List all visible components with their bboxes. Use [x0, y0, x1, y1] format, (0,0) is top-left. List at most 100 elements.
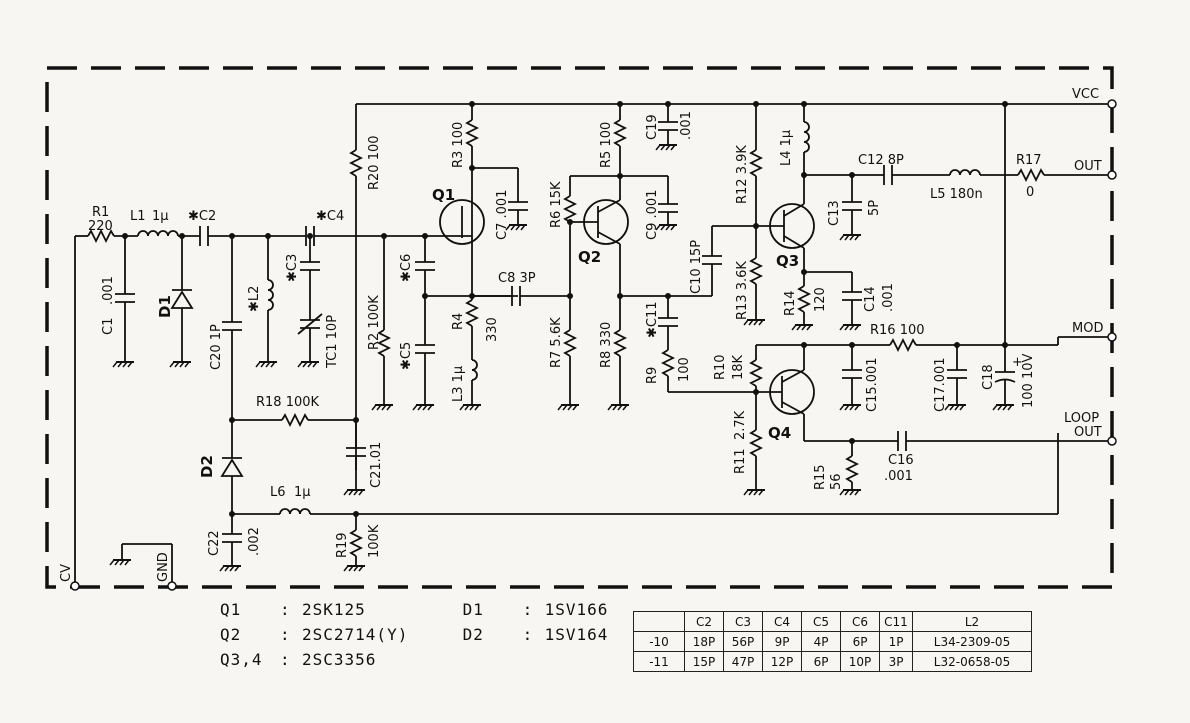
- q3-label: Q3: [776, 252, 799, 270]
- legend-key: D2: [462, 625, 484, 644]
- table-cell: 9P: [762, 631, 802, 652]
- variant-table: C2 C3 C4 C5 C6 C11 L2 -10 18P 56P 9P 4P …: [633, 611, 1032, 672]
- port-mod-label: MOD: [1072, 321, 1103, 336]
- r9-value: 100: [677, 357, 692, 382]
- c10-label: C10 15P: [689, 240, 704, 294]
- r16-label: R16 100: [870, 323, 925, 338]
- c20-label: C20 1P: [209, 324, 224, 370]
- table-header-cell: C11: [879, 611, 913, 632]
- c12-label: C12 8P: [858, 153, 904, 168]
- table-row: -11 15P 47P 12P 6P 10P 3P L32-0658-05: [633, 651, 1032, 672]
- table-row: -10 18P 56P 9P 4P 6P 1P L34-2309-05: [633, 631, 1032, 652]
- table-cell: 4P: [801, 631, 841, 652]
- table-header-row: C2 C3 C4 C5 C6 C11 L2: [633, 611, 1032, 632]
- r11-value: 2.7K: [733, 410, 748, 440]
- table-header-cell: [633, 611, 685, 632]
- table-header-cell: C5: [801, 611, 841, 632]
- module-enclosure: [45, 66, 1114, 589]
- c18-label: C18: [981, 364, 996, 390]
- c4-label: ✱C4: [316, 209, 344, 224]
- r17-label: R17: [1016, 153, 1042, 168]
- q1-label: Q1: [432, 186, 455, 204]
- table-cell: 3P: [879, 651, 913, 672]
- c1-value: .001: [101, 276, 116, 305]
- table-cell: L34-2309-05: [912, 631, 1032, 652]
- table-header-cell: C4: [762, 611, 802, 632]
- c18-value: 100 10V: [1021, 354, 1036, 408]
- r14-label: R14: [783, 290, 798, 316]
- r10-label: R10: [713, 354, 728, 380]
- c6-label: ✱C6: [399, 254, 414, 282]
- legend-value: 1SV166: [544, 600, 609, 619]
- c14-value: .001: [881, 283, 896, 312]
- l3-label: L3 1μ: [451, 366, 466, 402]
- table-cell: 1P: [879, 631, 913, 652]
- r12-label: R12 3.9K: [735, 145, 750, 204]
- legend-value: 2SK125: [302, 600, 366, 619]
- table-cell: 47P: [723, 651, 763, 672]
- r5-label: R5 100: [599, 122, 614, 168]
- table-cell: 6P: [801, 651, 841, 672]
- port-loop-out-terminal: [1107, 436, 1117, 446]
- r20-label: R20 100: [367, 135, 382, 190]
- r1-value: 220: [88, 219, 113, 234]
- l1-value: 1μ: [152, 209, 169, 224]
- legend-row: Q1:2SK125 D1:1SV166: [220, 600, 609, 619]
- r18-label: R18 100K: [256, 395, 320, 410]
- legend-value: 2SC2714(Y): [302, 625, 409, 644]
- c13-value: 5P: [867, 200, 882, 216]
- r17-value: 0: [1026, 185, 1034, 200]
- l1-label: L1: [130, 209, 146, 224]
- c1-label: C1: [101, 318, 116, 335]
- c17-label: C17.001: [933, 357, 948, 412]
- legend-value: 1SV164: [544, 625, 609, 644]
- l2-label: ✱L2: [247, 286, 262, 312]
- port-mod-terminal: [1107, 332, 1117, 342]
- q4-label: Q4: [768, 424, 791, 442]
- table-cell: -10: [633, 631, 685, 652]
- q2-label: Q2: [578, 248, 601, 266]
- r8-label: R8 330: [599, 322, 614, 368]
- port-cv-label: CV: [59, 564, 74, 582]
- r2-label: R2 100K: [367, 295, 382, 350]
- port-vcc-terminal: [1107, 99, 1117, 109]
- table-cell: 10P: [840, 651, 880, 672]
- port-gnd-terminal: [167, 581, 177, 591]
- port-vcc-label: VCC: [1072, 87, 1099, 102]
- c5-label: ✱C5: [399, 342, 414, 370]
- r14-value: 120: [813, 287, 828, 312]
- table-header-cell: C3: [723, 611, 763, 632]
- legend-key: Q1: [220, 600, 242, 619]
- port-cv-terminal: [70, 581, 80, 591]
- legend-row: Q2:2SC2714(Y) D2:1SV164: [220, 625, 609, 644]
- c15-label: C15.001: [865, 357, 880, 412]
- legend-key: Q2: [220, 625, 242, 644]
- d2-label: D2: [198, 455, 216, 478]
- c19-value: .001: [679, 111, 694, 140]
- r1-label: R1: [92, 205, 109, 220]
- legend-key: D1: [462, 600, 484, 619]
- parts-legend: Q1:2SK125 D1:1SV166 Q2:2SC2714(Y) D2:1SV…: [220, 600, 608, 675]
- legend-row: Q3,4:2SC3356: [220, 650, 608, 675]
- r19-value: 100K: [367, 524, 382, 558]
- l4-label: L4 1μ: [779, 130, 794, 166]
- c13-label: C13: [827, 200, 842, 226]
- table-header-cell: C2: [684, 611, 724, 632]
- r15-label: R15: [813, 464, 828, 490]
- r19-label: R19: [335, 532, 350, 558]
- table-cell: 12P: [762, 651, 802, 672]
- l5-label: L5 180n: [930, 187, 983, 202]
- c21-label: C21.01: [369, 442, 384, 488]
- c19-label: C19: [645, 114, 660, 140]
- tc1-label: TC1 10P: [325, 315, 340, 369]
- c2-label: ✱C2: [188, 209, 216, 224]
- r15-value: 56: [829, 473, 844, 490]
- table-cell: 18P: [684, 631, 724, 652]
- table-cell: -11: [633, 651, 685, 672]
- port-out-label: OUT: [1074, 159, 1102, 174]
- table-cell: 6P: [840, 631, 880, 652]
- r4-label: R4: [451, 313, 466, 330]
- c16-label: C16: [888, 453, 914, 468]
- port-out-terminal: [1107, 170, 1117, 180]
